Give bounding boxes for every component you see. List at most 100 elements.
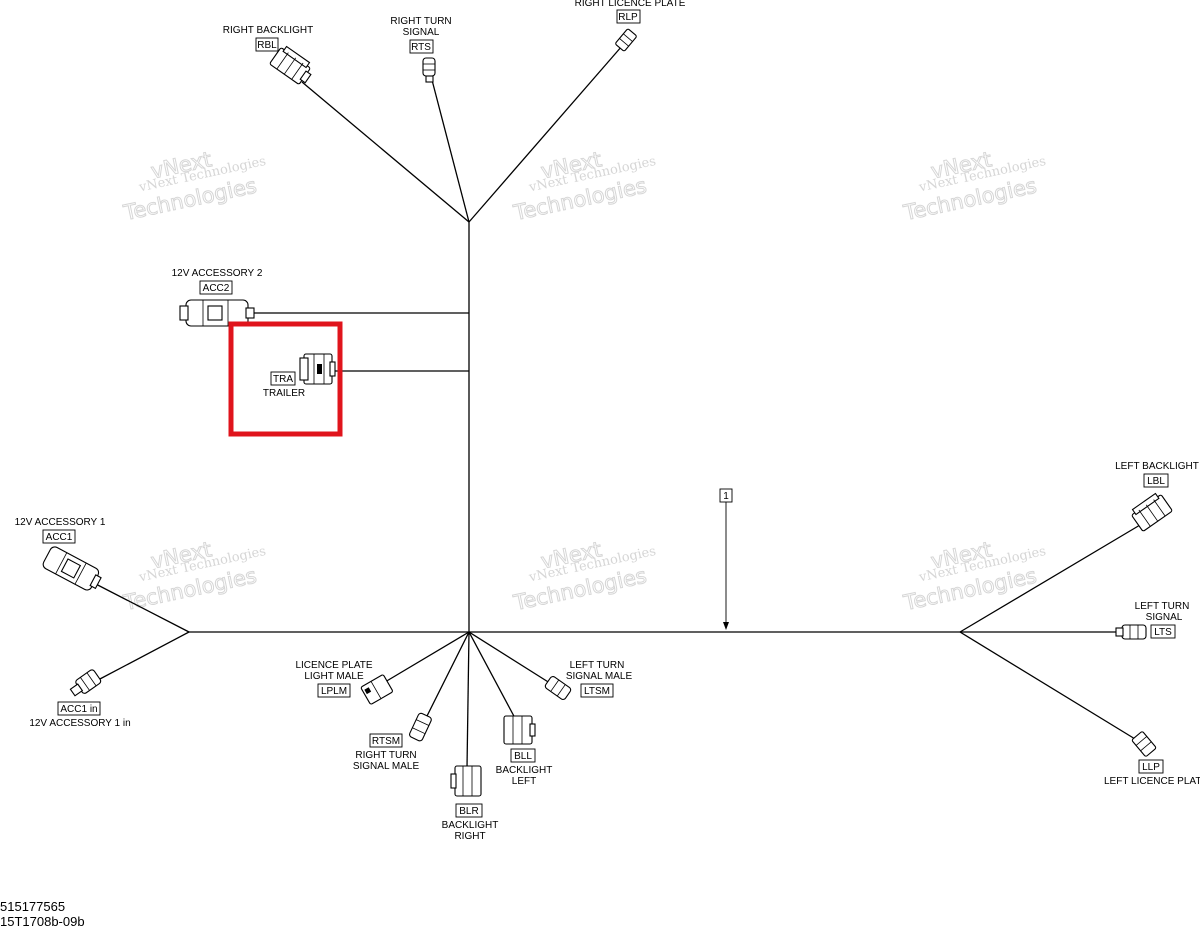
drawing-reference: 15T1708b-09b [0, 914, 85, 929]
connector-llp[interactable]: LLP LEFT LICENCE PLATE [1104, 731, 1200, 787]
watermark-group: vNext Technologies Technologies vNext vN… [120, 147, 1047, 616]
connector-code-box [369, 733, 403, 748]
wire-rbl [301, 81, 470, 223]
wire-rtsm [423, 631, 470, 723]
wire-bll [468, 631, 517, 721]
connector-code: LLP [1142, 762, 1160, 773]
wire-blr [466, 631, 470, 769]
connector-code: TRA [273, 374, 293, 385]
connector-code: ACC2 [203, 283, 230, 294]
connector-code: LTS [1154, 627, 1172, 638]
connector-plug-icon [450, 765, 482, 797]
connector-code-box [317, 683, 351, 698]
connector-name: 12V ACCESSORY 1 [15, 517, 106, 528]
connector-code: RTS [411, 42, 431, 53]
connector-acc1[interactable]: 12V ACCESSORY 1 ACC1 [15, 517, 106, 594]
connector-name-line1: RIGHT TURN [355, 750, 416, 761]
connector-code: ACC1 in [60, 704, 97, 715]
connector-code-box [1150, 624, 1176, 639]
connector-code: LPLM [321, 686, 347, 697]
wire-rts [431, 79, 470, 223]
connector-rtsm[interactable]: RTSM RIGHT TURN SIGNAL MALE [353, 712, 432, 772]
wire-llp [959, 631, 1141, 743]
connector-plug-icon [360, 674, 393, 705]
connector-plug-icon [1131, 731, 1157, 757]
connector-code: LBL [1147, 476, 1165, 487]
connector-plug-icon [409, 712, 432, 742]
connector-name-line2: SIGNAL MALE [566, 671, 633, 682]
connector-lts[interactable]: LEFT TURN SIGNAL LTS [1115, 601, 1190, 640]
connector-lbl[interactable]: LEFT BACKLIGHT LBL [1115, 461, 1199, 532]
connector-code: RLP [618, 12, 638, 23]
connector-code-box [57, 701, 101, 716]
connector-name: TRAILER [263, 388, 305, 399]
connector-name-line1: BACKLIGHT [496, 765, 553, 776]
wire-ltsm [468, 631, 554, 686]
part-number: 515177565 [0, 899, 66, 914]
connector-plug-icon [42, 546, 102, 591]
connector-code: RBL [257, 40, 277, 51]
connector-plug-icon [1115, 624, 1147, 640]
connector-rts[interactable]: RIGHT TURN SIGNAL RTS [390, 16, 452, 83]
connector-lplm[interactable]: LICENCE PLATE LIGHT MALE LPLM [295, 660, 393, 705]
connector-code: ACC1 [46, 532, 73, 543]
connector-code-box [42, 529, 76, 544]
connector-name-line1: LEFT TURN [1135, 601, 1190, 612]
connector-code: BLR [459, 806, 478, 817]
connector-plug-icon [1131, 492, 1173, 532]
connector-name-line2: SIGNAL [1146, 612, 1183, 623]
connector-plug-icon [503, 715, 536, 745]
connector-name-line2: LEFT [512, 776, 536, 787]
wire-lplm [384, 631, 470, 683]
connector-acc1in[interactable]: ACC1 in 12V ACCESSORY 1 in [29, 669, 131, 729]
connector-code-box [1143, 473, 1169, 488]
connector-name-line2: RIGHT [454, 831, 485, 842]
connector-name: 12V ACCESSORY 1 in [29, 718, 130, 729]
connector-name: RIGHT BACKLIGHT [223, 25, 313, 36]
connector-plug-icon [544, 676, 572, 700]
connector-name: RIGHT LICENCE PLATE [575, 0, 686, 9]
connector-name: LEFT BACKLIGHT [1115, 461, 1199, 472]
connector-bll[interactable]: BLL BACKLIGHT LEFT [496, 715, 553, 787]
connector-ltsm[interactable]: LEFT TURN SIGNAL MALE LTSM [544, 660, 632, 701]
connector-code-box [510, 748, 536, 763]
connector-name-line2: SIGNAL [403, 27, 440, 38]
connector-plug-icon [179, 299, 255, 327]
connector-tra[interactable]: TRA TRAILER [228, 321, 343, 437]
connector-code-box [616, 9, 641, 24]
connector-name-line1: BACKLIGHT [442, 820, 499, 831]
connector-plug-icon [69, 669, 102, 697]
connector-rlp[interactable]: RIGHT LICENCE PLATE RLP [575, 0, 686, 52]
connector-plug-icon [422, 57, 436, 83]
wire-lbl [959, 524, 1141, 633]
connector-plug-icon [615, 28, 637, 52]
connector-blr[interactable]: BLR BACKLIGHT RIGHT [442, 765, 499, 842]
wire-rlp [468, 45, 623, 223]
wire-acc1 [87, 579, 190, 633]
connector-code-box [409, 39, 434, 54]
connector-code: LTSM [584, 686, 610, 697]
connector-plug-icon [299, 353, 336, 385]
callout-1[interactable]: 1 [719, 488, 733, 630]
connector-code-box [199, 280, 233, 295]
connector-acc2[interactable]: 12V ACCESSORY 2 ACC2 [172, 268, 263, 327]
connector-name: LEFT LICENCE PLATE [1104, 776, 1200, 787]
callout-arrow-icon [723, 622, 729, 630]
connector-code-box [1138, 759, 1164, 774]
connector-name-line2: LIGHT MALE [304, 671, 364, 682]
connector-code: RTSM [372, 736, 400, 747]
connector-rbl[interactable]: RIGHT BACKLIGHT RBL [223, 25, 316, 87]
connector-name-line1: RIGHT TURN [390, 16, 451, 27]
connector-code: BLL [514, 751, 532, 762]
connector-name-line2: SIGNAL MALE [353, 761, 420, 772]
connector-plug-icon [269, 45, 312, 85]
connector-code-box [270, 371, 296, 386]
connector-name-line1: LICENCE PLATE [295, 660, 372, 671]
harness-wires [87, 45, 1141, 769]
connector-name: 12V ACCESSORY 2 [172, 268, 263, 279]
wire-acc1in [97, 631, 190, 681]
callout-number: 1 [723, 491, 729, 502]
connector-code-box [255, 37, 279, 52]
highlight-frame [228, 321, 343, 437]
